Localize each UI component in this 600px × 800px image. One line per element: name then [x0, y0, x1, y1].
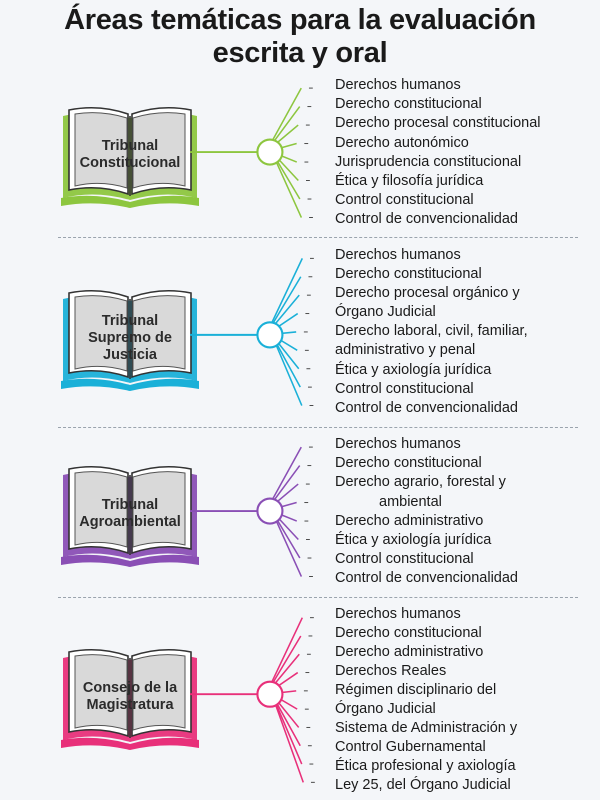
topic-item: Derechos humanos [335, 436, 461, 452]
topic-item: Derecho procesal constitucional [335, 115, 541, 132]
book-title-line: Magistratura [86, 697, 174, 713]
book-title-line: Tribunal [101, 138, 159, 154]
title-line-1: Áreas temáticas para la evaluación [64, 4, 536, 36]
topic-item: administrativo y penal [335, 342, 476, 359]
topic-item: Derecho procesal orgánico y [335, 285, 520, 302]
branch-connector [190, 446, 313, 577]
topic-item: Derecho autonómico [335, 134, 469, 151]
book-icon [61, 106, 199, 208]
topic-item: Control constitucional [335, 192, 474, 209]
topic-item: Ética y axiología jurídica [335, 531, 492, 548]
topic-item: Derecho constitucional [335, 625, 482, 641]
topic-item: Sistema de Administración y [335, 720, 518, 736]
book-icon [61, 465, 199, 567]
topic-item: Órgano Judicial [335, 701, 436, 717]
topic-item: Derechos Reales [335, 663, 447, 679]
topic-item: Derecho constitucional [335, 266, 482, 283]
topic-item: Derecho constitucional [335, 96, 482, 113]
topic-item: Control de convencionalidad [335, 570, 518, 587]
section-divider [58, 237, 578, 238]
branch-connector [190, 87, 313, 218]
topic-item: Derecho constitucional [335, 455, 482, 472]
section-divider [58, 427, 578, 428]
topic-item: Régimen disciplinario del [335, 682, 497, 698]
topic-item: Derecho administrativo [335, 512, 484, 529]
topic-item: Control de convencionalidad [335, 211, 518, 228]
branch-connector [190, 257, 314, 406]
topic-item: Jurisprudencia constitucional [335, 153, 522, 170]
section-divider [58, 597, 578, 598]
book-title-line: Tribunal [101, 497, 159, 513]
page-title: Áreas temáticas para la evaluación escri… [0, 4, 600, 70]
topic-item: Control constitucional [335, 551, 474, 568]
topic-item: Ética y filosofía jurídica [335, 172, 484, 189]
topic-item: Derechos humanos [335, 77, 461, 93]
topic-item: Ética profesional y axiología [335, 758, 516, 774]
book-title-line: Consejo de la [82, 680, 178, 696]
title-line-2: escrita y oral [212, 37, 388, 69]
topic-item: Control Gubernamental [335, 739, 486, 755]
topic-item: Ley 25, del Órgano Judicial [335, 777, 511, 793]
book-title-line: Supremo de [88, 329, 172, 346]
topic-item: Derecho administrativo [335, 644, 484, 660]
book-title-line: Justicia [103, 346, 157, 363]
topic-item: Derecho laboral, civil, familiar, [335, 323, 528, 340]
topic-item: Ética y axiología jurídica [335, 361, 492, 378]
topic-item: Derecho agrario, forestal y [335, 474, 506, 491]
book-title-line: Tribunal [101, 312, 159, 329]
book-title-line: Agroambiental [79, 514, 181, 530]
topic-item: Órgano Judicial [335, 304, 436, 321]
topic-item: ambiental [379, 493, 442, 510]
topic-item: Control constitucional [335, 380, 474, 397]
book-icon [61, 289, 199, 391]
topic-item: Control de convencionalidad [335, 399, 518, 416]
branch-connector [190, 617, 315, 783]
topic-item: Derechos humanos [335, 247, 461, 263]
book-title-line: Constitucional [79, 155, 181, 171]
book-icon [61, 648, 199, 750]
topic-item: Derechos humanos [335, 606, 461, 622]
